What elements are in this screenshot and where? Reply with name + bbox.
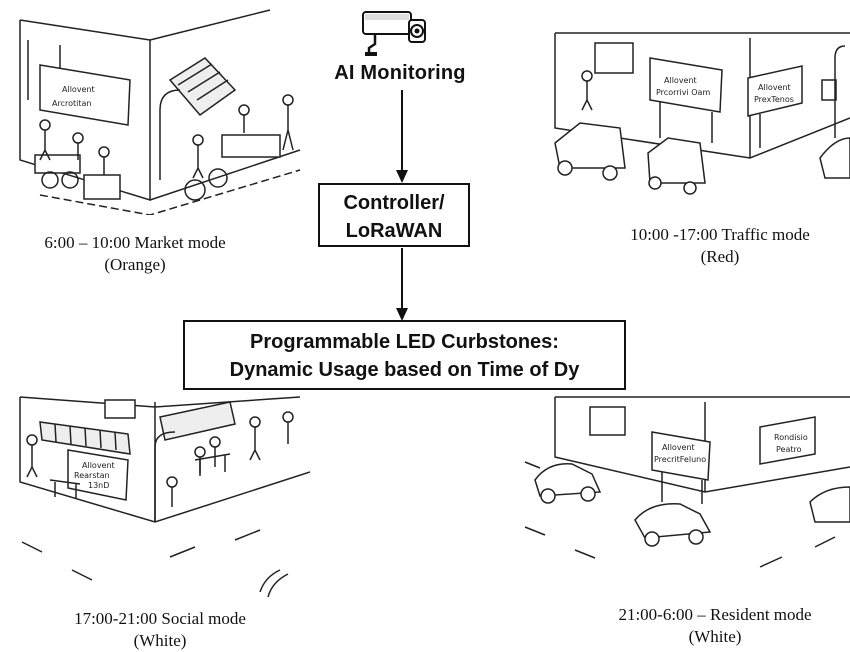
market-sign-text-2: Arcrotitan [52,99,91,108]
resident-mode-time: 21:00-6:00 – Resident mode [618,605,812,624]
resident-scene-illustration: Allovent PrecritFeluno Rondisio Peatro [520,392,850,592]
resident-mode-color: (White) [688,627,742,646]
curbstones-box: Programmable LED Curbstones: Dynamic Usa… [183,320,626,390]
resident-sign-1-text-2: PrecritFeluno [654,455,706,464]
arrow-ai-to-controller [396,90,408,183]
social-scene-illustration: Allovent Rearstan 13nD [10,392,310,602]
social-sign-text-2: Rearstan [74,471,110,480]
controller-line-2: LoRaWAN [345,220,443,242]
controller-line-1: Controller/ [343,192,445,214]
resident-sign-1-text-1: Allovent [662,443,695,452]
controller-box: Controller/ LoRaWAN [318,183,470,247]
curbstones-line-2: Dynamic Usage based on Time of Dy [229,359,580,381]
social-mode-time: 17:00-21:00 Social mode [74,609,246,628]
arrow-controller-to-curbstones [396,248,408,321]
traffic-mode-caption: 10:00 -17:00 Traffic mode (Red) [590,224,850,268]
traffic-scene-illustration: Allovent Prcorrivi Oam Allovent PrexTeno… [540,28,850,198]
resident-mode-caption: 21:00-6:00 – Resident mode (White) [580,604,850,648]
ai-monitoring-label: AI Monitoring [334,62,466,84]
security-camera-icon [355,8,435,58]
resident-sign-2-text-1: Rondisio [774,433,808,442]
curbstones-line-1: Programmable LED Curbstones: [250,331,559,353]
traffic-sign-2-text-1: Allovent [758,83,791,92]
market-scene-illustration: Allovent Arcrotitan [0,0,310,215]
traffic-mode-color: (Red) [700,247,740,266]
market-mode-color: (Orange) [104,255,166,274]
market-sign-text-1: Allovent [62,85,95,94]
market-mode-caption: 6:00 – 10:00 Market mode (Orange) [0,232,270,276]
traffic-sign-1-text-2: Prcorrivi Oam [656,88,710,97]
resident-sign-2-text-2: Peatro [776,445,802,454]
social-sign-text-3: 13nD [88,481,109,490]
traffic-sign-1-text-1: Allovent [664,76,697,85]
social-mode-caption: 17:00-21:00 Social mode (White) [30,608,290,652]
market-mode-time: 6:00 – 10:00 Market mode [44,233,226,252]
traffic-mode-time: 10:00 -17:00 Traffic mode [630,225,810,244]
traffic-sign-2-text-2: PrexTenos [754,95,794,104]
social-sign-text-1: Allovent [82,461,115,470]
social-mode-color: (White) [133,631,187,650]
